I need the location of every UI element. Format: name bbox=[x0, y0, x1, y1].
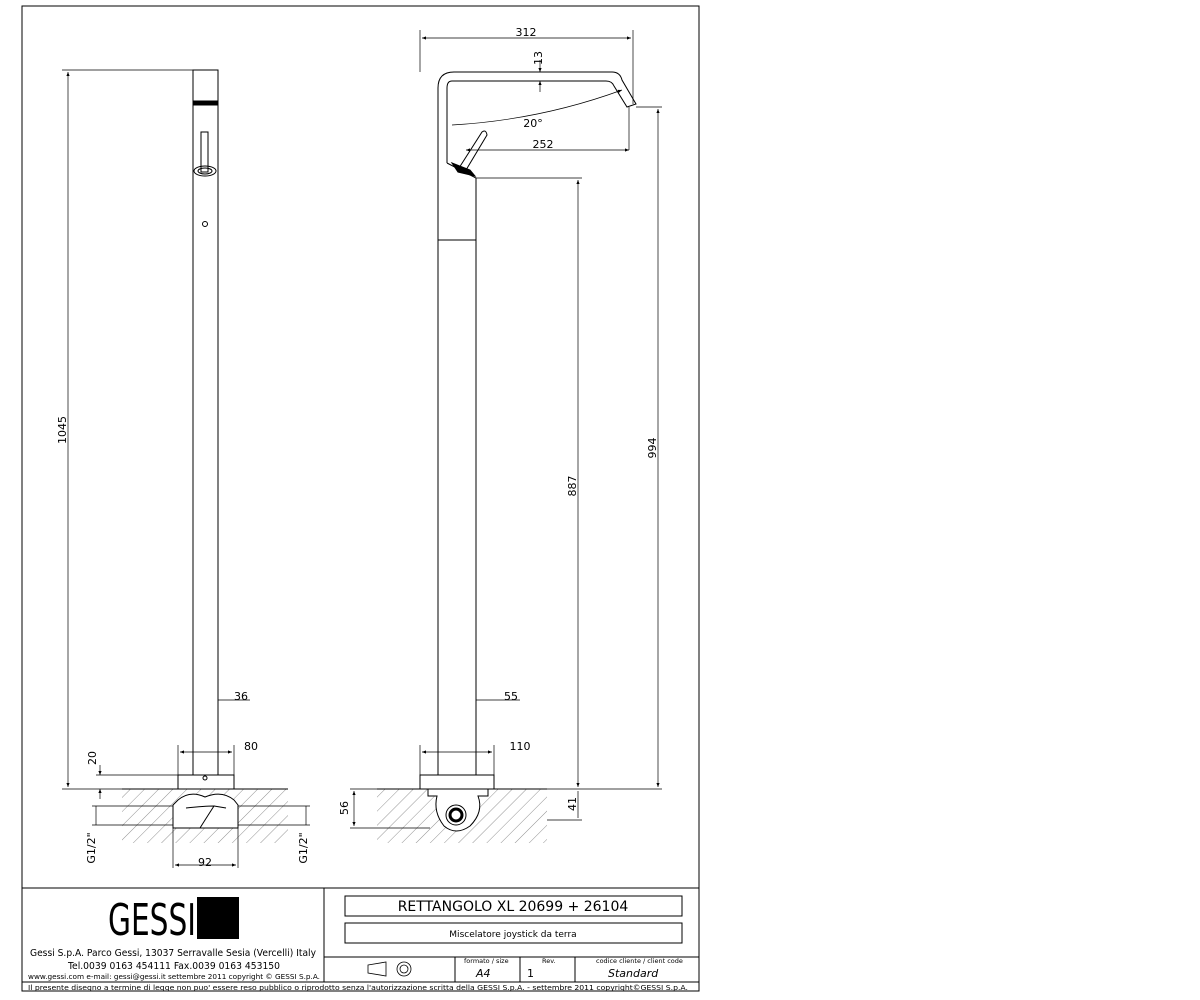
side-dim-base-height: 20 bbox=[86, 751, 99, 765]
side-dim-height: 1045 bbox=[56, 416, 69, 444]
front-base-plate bbox=[419, 774, 495, 790]
front-dim-tube-diameter: 55 bbox=[504, 690, 518, 703]
side-top-cap bbox=[192, 69, 219, 105]
projection-symbol-icon bbox=[367, 961, 412, 977]
client-code-label: codice cliente / client code bbox=[596, 957, 683, 965]
side-view-dimensions bbox=[62, 69, 310, 868]
side-dim-body-width: 92 bbox=[198, 856, 212, 869]
company-phone: Tel.0039 0163 454111 Fax.0039 0163 45315… bbox=[67, 961, 280, 972]
legal-notice: Il presente disegno a termine di legge n… bbox=[28, 984, 688, 992]
front-dim-base-diameter: 110 bbox=[510, 740, 531, 753]
side-dim-thread-left: G1/2" bbox=[85, 832, 98, 863]
side-dim-thread-right: G1/2" bbox=[297, 832, 310, 863]
front-dim-total-width: 312 bbox=[516, 26, 537, 39]
title-block bbox=[22, 887, 699, 983]
side-view bbox=[122, 69, 288, 843]
front-dim-spout-thickness: 13 bbox=[532, 51, 545, 65]
front-dim-handle-height: 887 bbox=[566, 476, 579, 497]
format-label: formato / size bbox=[464, 957, 509, 965]
front-dim-handle-reach: 252 bbox=[533, 138, 554, 151]
front-handle bbox=[458, 130, 488, 171]
revision-label: Rev. bbox=[542, 957, 556, 965]
side-handle-base bbox=[193, 165, 217, 177]
side-dim-tube-diameter: 36 bbox=[234, 690, 248, 703]
product-name: RETTANGOLO XL 20699 + 26104 bbox=[398, 899, 629, 915]
front-view-dimensions bbox=[350, 30, 662, 829]
sheet-border bbox=[21, 5, 700, 992]
side-base-plate bbox=[177, 774, 235, 790]
company-address: Gessi S.p.A. Parco Gessi, 13037 Serraval… bbox=[30, 948, 316, 959]
company-web: www.gessi.com e-mail: gessi@gessi.it set… bbox=[28, 973, 320, 981]
front-dim-spout-angle: 20° bbox=[523, 117, 543, 130]
side-band bbox=[192, 100, 219, 106]
side-embedded-body bbox=[172, 793, 239, 829]
svg-text:GESSI: GESSI bbox=[108, 895, 196, 946]
front-body bbox=[446, 162, 477, 775]
front-dim-embed-depth: 56 bbox=[338, 801, 351, 815]
format-value: A4 bbox=[475, 967, 491, 980]
front-dim-spout-height: 994 bbox=[646, 438, 659, 459]
side-dim-base-diameter: 80 bbox=[244, 740, 258, 753]
revision-value: 1 bbox=[527, 967, 534, 980]
front-dim-base-offset: 41 bbox=[566, 797, 579, 811]
product-description: Miscelatore joystick da terra bbox=[449, 930, 576, 940]
gessi-logo: GESSI bbox=[108, 895, 239, 946]
front-view bbox=[377, 71, 637, 843]
side-screw bbox=[202, 221, 208, 227]
side-handle bbox=[200, 131, 209, 173]
client-code-value: Standard bbox=[608, 967, 659, 980]
front-spout bbox=[437, 71, 637, 240]
